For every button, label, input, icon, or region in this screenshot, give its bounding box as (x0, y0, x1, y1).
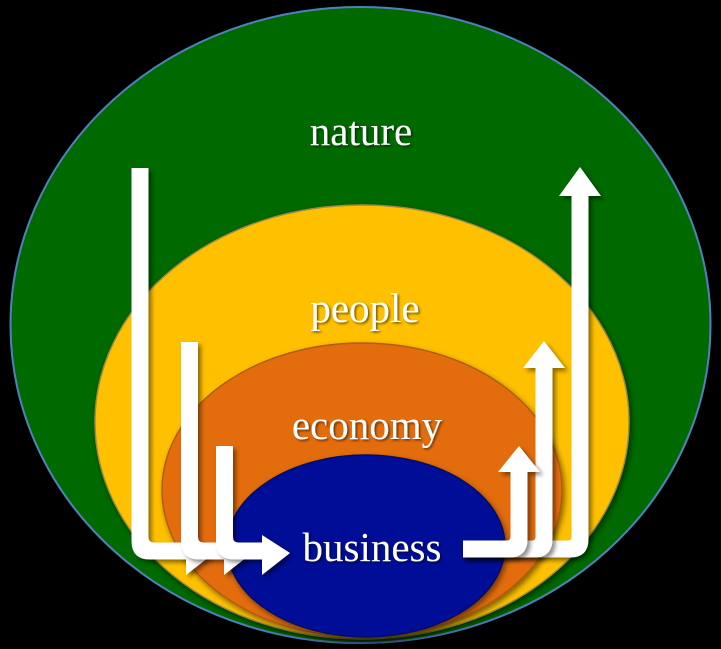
right-arrows-group (463, 167, 601, 558)
people-label: people (310, 285, 419, 331)
business-label: business (303, 524, 442, 570)
nature-label: nature (310, 108, 412, 154)
arrow-economy-to-business-icon (216, 446, 290, 575)
arrow-business-to-economy-icon (463, 446, 540, 558)
arrow-business-to-people-icon (463, 341, 565, 558)
economy-label: economy (292, 402, 443, 448)
arrow-business-to-nature-icon (463, 167, 601, 558)
ring-labels-group: nature people economy business (292, 108, 443, 570)
left-arrows-group (131, 168, 290, 575)
